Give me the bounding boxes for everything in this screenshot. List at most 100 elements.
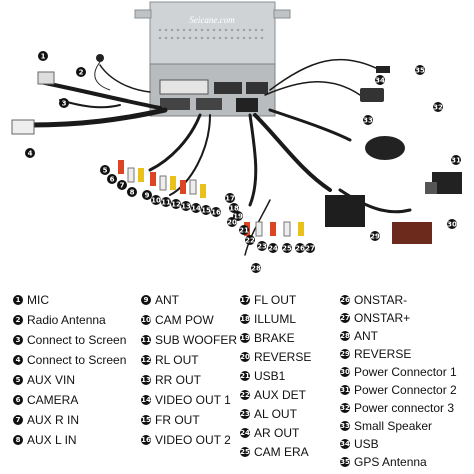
legend-label: GPS Antenna [354, 455, 427, 469]
svg-text:8: 8 [130, 189, 135, 197]
legend-number-badge: 18 [240, 314, 250, 324]
callout-8: 8 [127, 187, 137, 197]
legend-number-badge: 30 [340, 367, 350, 377]
callout-33: 33 [363, 115, 373, 125]
callout-24: 24 [268, 243, 278, 253]
legend-label: RR OUT [155, 373, 201, 387]
callout-25: 25 [282, 243, 292, 253]
legend-label: Power connector 3 [354, 401, 455, 415]
gps-antenna [360, 88, 384, 102]
callout-6: 6 [107, 174, 117, 184]
callout-28: 28 [251, 263, 261, 273]
legend-number-badge: 25 [240, 447, 250, 457]
legend-label: FR OUT [155, 413, 200, 427]
svg-text:5: 5 [103, 167, 108, 175]
legend-number-badge: 13 [141, 375, 151, 385]
legend-number-badge: 9 [141, 295, 151, 305]
head-unit: Seicane.com [134, 1, 291, 117]
callout-12: 12 [171, 199, 181, 209]
callout-14: 14 [191, 203, 201, 213]
legend-number-badge: 1 [13, 295, 23, 305]
svg-text:21: 21 [239, 227, 249, 235]
svg-text:23: 23 [257, 243, 267, 251]
legend-item-14: 14 VIDEO OUT 1 [141, 393, 231, 407]
legend-label: REVERSE [254, 350, 312, 364]
svg-text:32: 32 [433, 104, 443, 112]
legend-label: Connect to Screen [27, 353, 127, 367]
legend-label: VIDEO OUT 1 [155, 393, 231, 407]
callout-1: 1 [38, 51, 48, 61]
svg-text:6: 6 [110, 176, 115, 184]
legend-number-badge: 29 [340, 349, 350, 359]
callout-2: 2 [76, 67, 86, 77]
callout-15: 15 [201, 205, 211, 215]
svg-text:16: 16 [211, 209, 221, 217]
legend-number-badge: 2 [13, 315, 23, 325]
wiring-diagram: Seicane.com [11, 1, 462, 273]
legend-label: CAM ERA [254, 445, 309, 459]
legend-number-badge: 3 [13, 335, 23, 345]
mic-component [94, 54, 111, 91]
svg-text:19: 19 [233, 213, 243, 221]
legend-number-badge: 26 [340, 295, 350, 305]
rca-plugs [118, 160, 304, 237]
legend-number-badge: 16 [141, 435, 151, 445]
callout-5: 5 [100, 165, 110, 175]
legend-number-badge: 33 [340, 421, 350, 431]
legend-label: ONSTAR+ [354, 311, 411, 325]
legend-number-badge: 21 [240, 371, 250, 381]
harness-cables [27, 58, 412, 256]
legend-label: Power Connector 1 [354, 365, 457, 379]
legend-label: ANT [155, 293, 179, 307]
brand-logo: Seicane.com [189, 15, 235, 25]
legend-item-33: 33 Small Speaker [340, 419, 432, 433]
svg-text:18: 18 [229, 205, 239, 213]
callout-10: 10 [151, 195, 161, 205]
svg-text:4: 4 [28, 150, 33, 158]
callout-32: 32 [433, 102, 443, 112]
legend-label: FL OUT [254, 293, 297, 307]
svg-text:7: 7 [120, 182, 125, 190]
svg-text:9: 9 [145, 192, 150, 200]
legend-number-badge: 24 [240, 428, 250, 438]
legend-label: AUX R IN [27, 413, 80, 427]
svg-text:35: 35 [415, 67, 425, 75]
svg-text:20: 20 [227, 219, 237, 227]
callout-11: 11 [161, 197, 171, 207]
callout-34: 34 [375, 75, 385, 85]
svg-text:27: 27 [305, 245, 315, 253]
legend-label: ANT [354, 329, 378, 343]
legend-label: CAMERA [27, 393, 79, 407]
legend-number-badge: 20 [240, 352, 250, 362]
legend-item-20: 20 REVERSE [240, 350, 311, 364]
svg-text:31: 31 [451, 157, 461, 165]
svg-text:33: 33 [363, 117, 373, 125]
legend-item-25: 25 CAM ERA [240, 445, 309, 459]
callout-27: 27 [305, 243, 315, 253]
svg-text:34: 34 [375, 77, 385, 85]
wire-harness-plugs [11, 71, 55, 135]
legend-label: Power Connector 2 [354, 383, 457, 397]
legend-number-badge: 12 [141, 355, 151, 365]
svg-text:30: 30 [447, 221, 457, 229]
legend-number-badge: 14 [141, 395, 151, 405]
legend-label: AUX VIN [27, 373, 76, 387]
svg-text:26: 26 [295, 245, 305, 253]
legend-label: Small Speaker [354, 419, 433, 433]
legend-number-badge: 23 [240, 409, 250, 419]
legend-item-9: 9 ANT [141, 293, 179, 307]
svg-text:17: 17 [225, 195, 235, 203]
